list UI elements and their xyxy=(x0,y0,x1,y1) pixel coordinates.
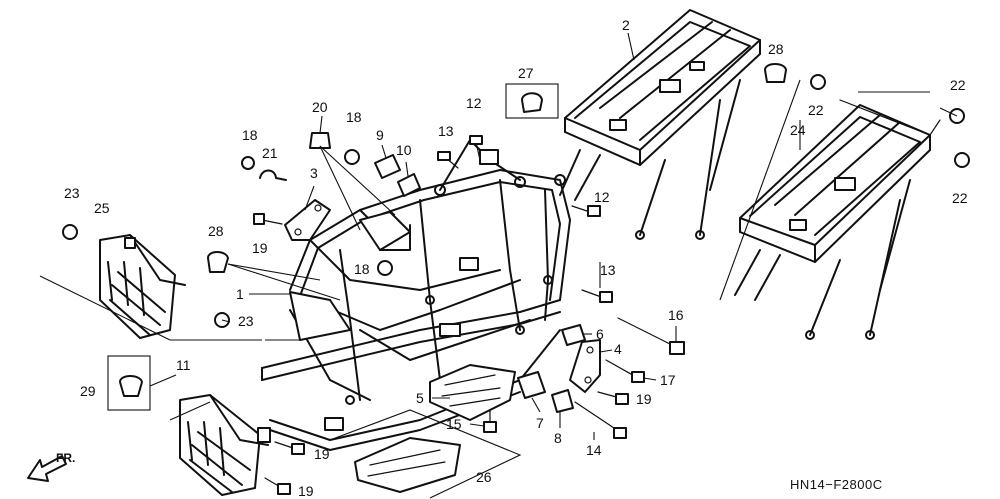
rear-carrier-alt xyxy=(734,99,941,340)
callout-13a: 13 xyxy=(438,123,454,139)
callout-1: 1 xyxy=(236,286,244,302)
callout-12b: 12 xyxy=(594,189,610,205)
callout-27: 27 xyxy=(518,65,534,81)
callout-18c: 18 xyxy=(354,261,370,277)
divider-line xyxy=(719,79,801,301)
callout-18b: 18 xyxy=(346,109,362,125)
callout-28a: 28 xyxy=(768,41,784,57)
callout-19a: 19 xyxy=(252,240,268,256)
callout-20: 20 xyxy=(312,99,328,115)
callout-19c: 19 xyxy=(298,483,314,499)
callout-26: 26 xyxy=(476,469,492,485)
callout-12a: 12 xyxy=(466,95,482,111)
callout-10: 10 xyxy=(396,142,412,158)
callout-22a: 22 xyxy=(808,102,824,118)
callout-29: 29 xyxy=(80,383,96,399)
box-29 xyxy=(107,355,151,411)
callout-8: 8 xyxy=(554,430,562,446)
box-27 xyxy=(505,83,559,119)
callout-5: 5 xyxy=(416,390,424,406)
callout-14: 14 xyxy=(586,442,602,458)
front-bumper-lower xyxy=(179,394,271,496)
callout-15: 15 xyxy=(446,416,462,432)
callout-4: 4 xyxy=(614,341,622,357)
callout-23b: 23 xyxy=(238,313,254,329)
skid-plate-lower xyxy=(354,437,461,493)
callout-7: 7 xyxy=(536,415,544,431)
callout-3: 3 xyxy=(310,165,318,181)
small-parts xyxy=(62,63,970,495)
callout-19b: 19 xyxy=(314,446,330,462)
diagram-code: HN14−F2800C xyxy=(790,477,883,492)
callout-19d: 19 xyxy=(636,391,652,407)
callout-9: 9 xyxy=(376,127,384,143)
skid-outline xyxy=(329,409,522,499)
callout-17: 17 xyxy=(660,372,676,388)
callout-11: 11 xyxy=(176,357,191,373)
callout-2: 2 xyxy=(622,17,630,33)
callout-13b: 13 xyxy=(600,262,616,278)
callout-25: 25 xyxy=(94,200,110,216)
callout-6: 6 xyxy=(596,326,604,342)
callout-28b: 28 xyxy=(208,223,224,239)
bracket-3 xyxy=(284,199,331,241)
callout-22b: 22 xyxy=(950,77,966,93)
front-direction-arrow: FR. xyxy=(27,451,75,482)
rear-carrier xyxy=(559,9,761,240)
callout-21: 21 xyxy=(262,145,278,161)
leader-lines xyxy=(39,32,958,440)
callout-16: 16 xyxy=(668,307,684,323)
main-frame-body xyxy=(261,139,571,451)
front-bumper-upper xyxy=(99,234,186,339)
callout-22c: 22 xyxy=(952,190,968,206)
callout-23a: 23 xyxy=(64,185,80,201)
bracket-4 xyxy=(569,339,601,393)
skid-plate-upper xyxy=(429,364,516,421)
direction-label: FR. xyxy=(56,451,75,465)
callout-24: 24 xyxy=(790,122,806,138)
callout-18a: 18 xyxy=(242,127,258,143)
callout-labels: 1 2 3 4 5 6 7 8 9 10 11 12 12 13 13 14 1… xyxy=(64,17,968,499)
